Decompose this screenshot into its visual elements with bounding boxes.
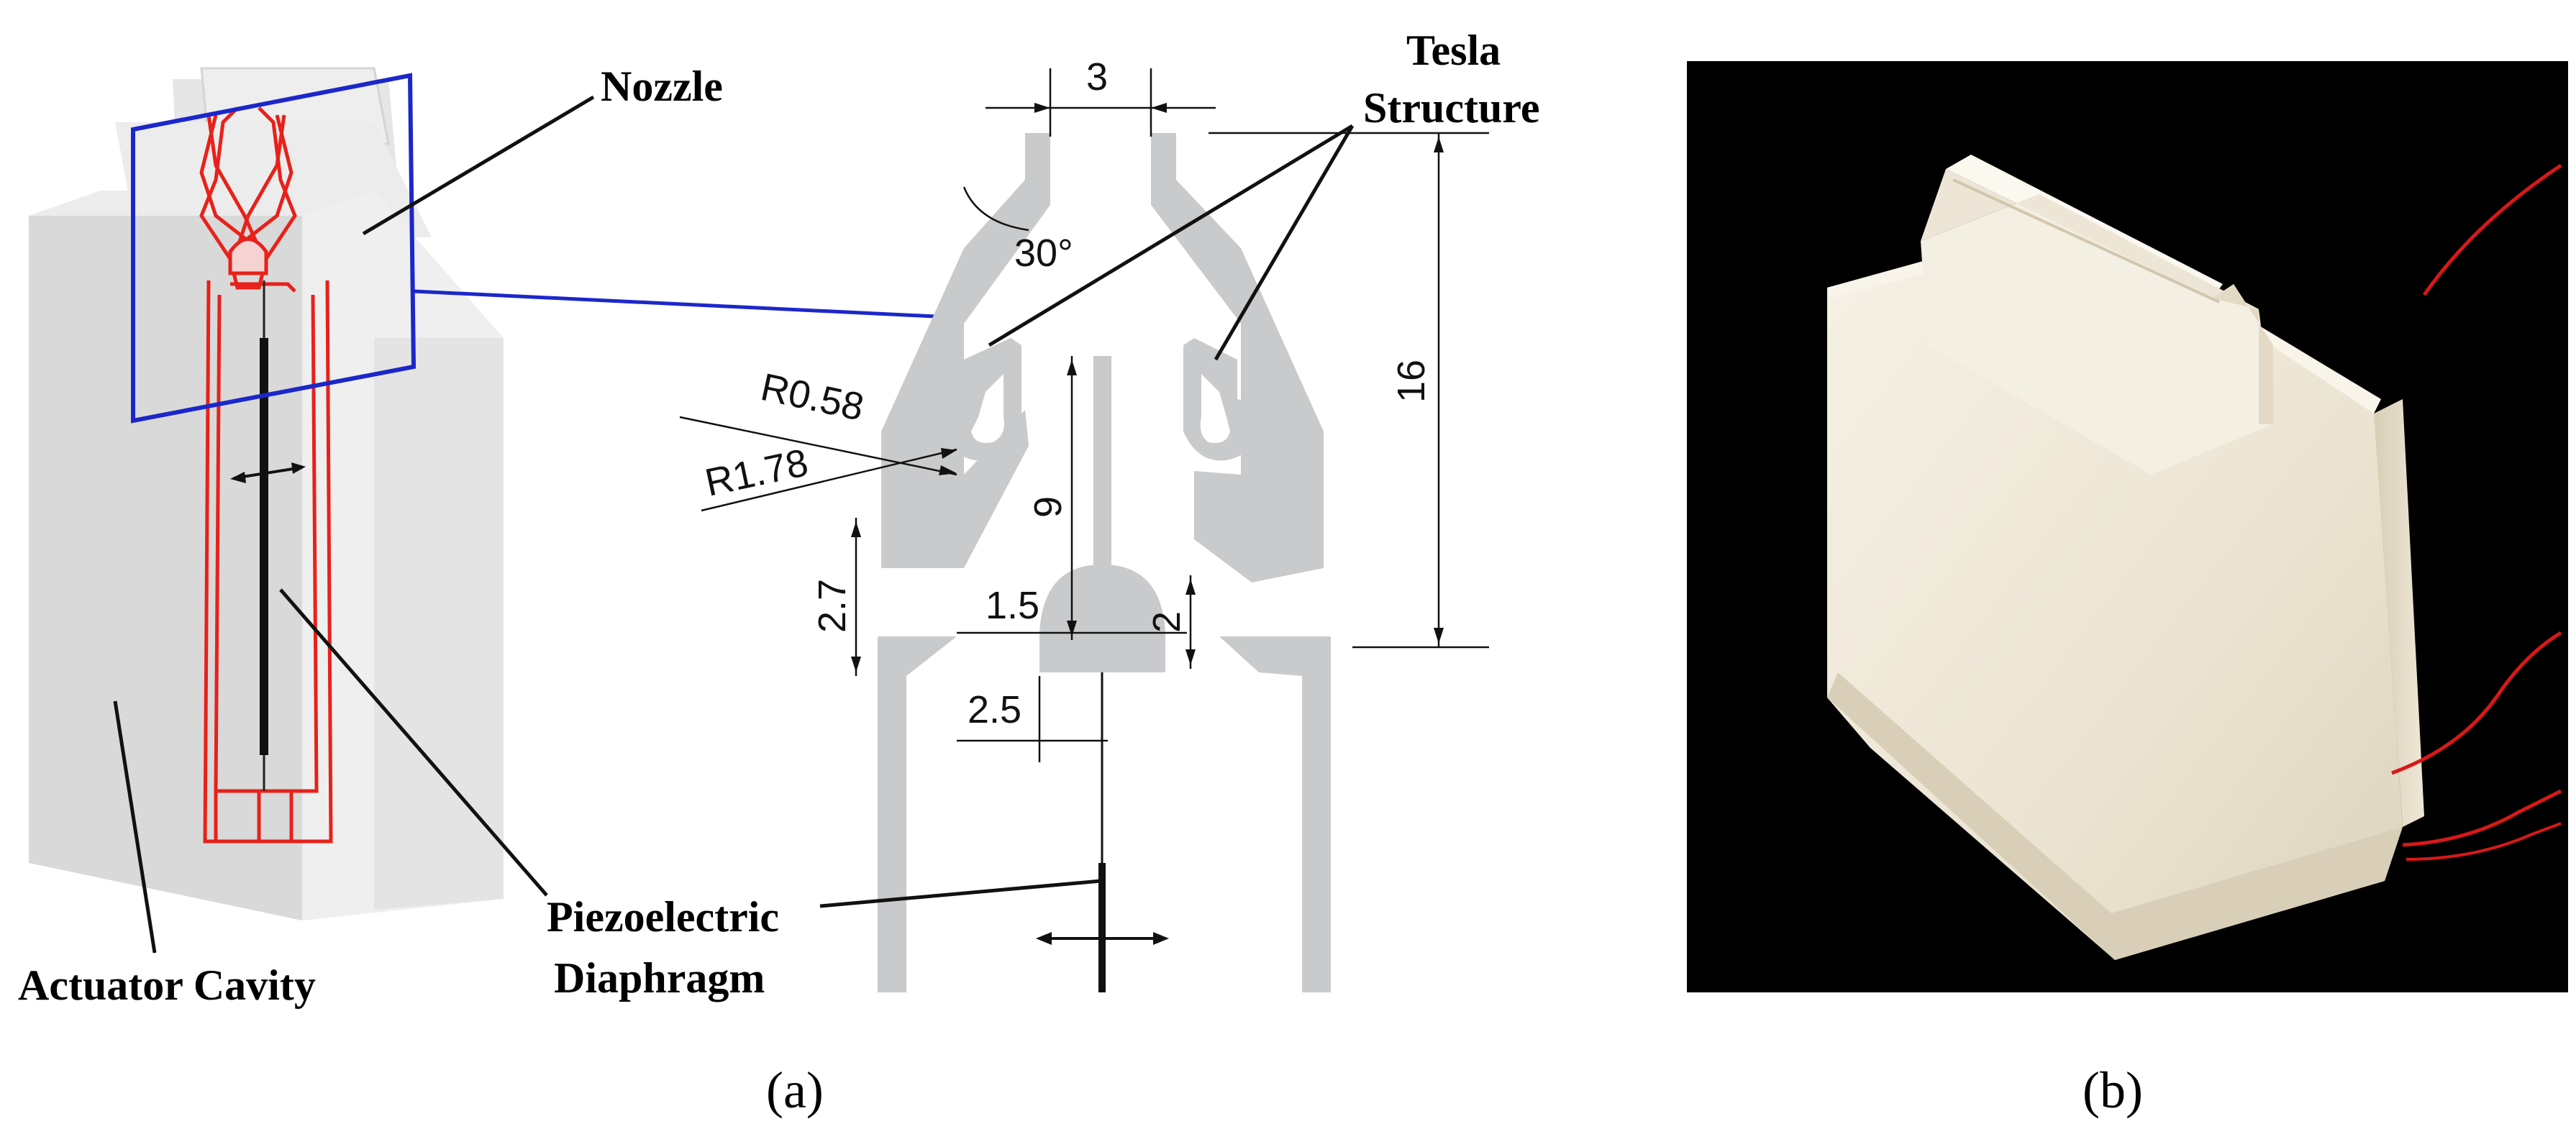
dim-radius-large: R1.78 <box>701 441 811 505</box>
tesla-label-line2: Structure <box>1363 84 1540 132</box>
right-outer-wall <box>1151 133 1324 582</box>
nozzle-leader <box>362 95 595 236</box>
piezo-arrow-head-right <box>291 462 306 474</box>
piezo-leader-left <box>279 588 548 897</box>
piezo-arrow-head-left <box>230 472 246 483</box>
tesla-channels <box>964 205 1241 443</box>
lower-left-wall <box>878 636 957 992</box>
device-photo <box>1687 61 2568 992</box>
channel-outline <box>199 106 333 844</box>
piezo-label-line2: Diaphragm <box>554 954 765 1002</box>
dim-chamber-width: 2.5 <box>968 688 1021 731</box>
right-lobe-hole <box>1200 374 1230 443</box>
device-bottom-edge <box>1827 672 2403 960</box>
dimension-arrows <box>851 103 1444 672</box>
dim-center-width: 1.5 <box>986 584 1039 627</box>
dim-angle: 30° <box>1014 232 1073 275</box>
piezo-arrow <box>233 466 303 480</box>
wire-lower <box>2406 822 2562 861</box>
section-arrow-head-left <box>1036 932 1052 945</box>
section-arrow-head-right <box>1153 932 1169 945</box>
piezo-leader-right <box>819 879 1101 908</box>
dim-radius-small: R0.58 <box>757 365 868 429</box>
actuator-leader <box>113 700 157 954</box>
caption-b: (b) <box>2083 1061 2143 1119</box>
wire-bottom <box>2402 789 2562 847</box>
actuator-front-face <box>29 216 302 920</box>
piezo-label-line1: Piezoelectric <box>547 893 779 941</box>
dim-right-gap: 2 <box>1145 611 1188 633</box>
lower-right-wall <box>1219 636 1331 992</box>
section-leader <box>413 289 936 319</box>
dim-left-gap: 2.7 <box>811 579 854 633</box>
actuator-3d-view <box>29 67 936 920</box>
wire-middle <box>2391 631 2562 775</box>
section-frame <box>131 73 417 424</box>
actuator-right-block <box>374 338 504 910</box>
tesla-leader-left <box>988 124 1354 347</box>
dim-total-height: 16 <box>1390 360 1433 403</box>
left-channel-gap <box>964 205 1065 360</box>
tesla-leader-right <box>1214 124 1355 361</box>
dim-inner-height: 9 <box>1027 496 1070 518</box>
wire-top <box>2422 163 2562 296</box>
nozzle-label: Nozzle <box>601 63 723 110</box>
tesla-label-line1: Tesla <box>1406 27 1501 74</box>
right-channel-gap <box>1137 205 1241 360</box>
left-lobe-hole <box>971 374 1004 443</box>
device-nozzle-front <box>1921 194 2273 475</box>
device-right-side <box>2374 399 2424 827</box>
center-stem <box>1093 356 1111 575</box>
caption-a: (a) <box>766 1061 824 1119</box>
device-nozzle-slot <box>1952 178 2220 303</box>
device-nozzle-side <box>2212 284 2273 424</box>
actuator-cavity-label: Actuator Cavity <box>18 961 316 1009</box>
dim-top-gap: 3 <box>1086 55 1108 99</box>
